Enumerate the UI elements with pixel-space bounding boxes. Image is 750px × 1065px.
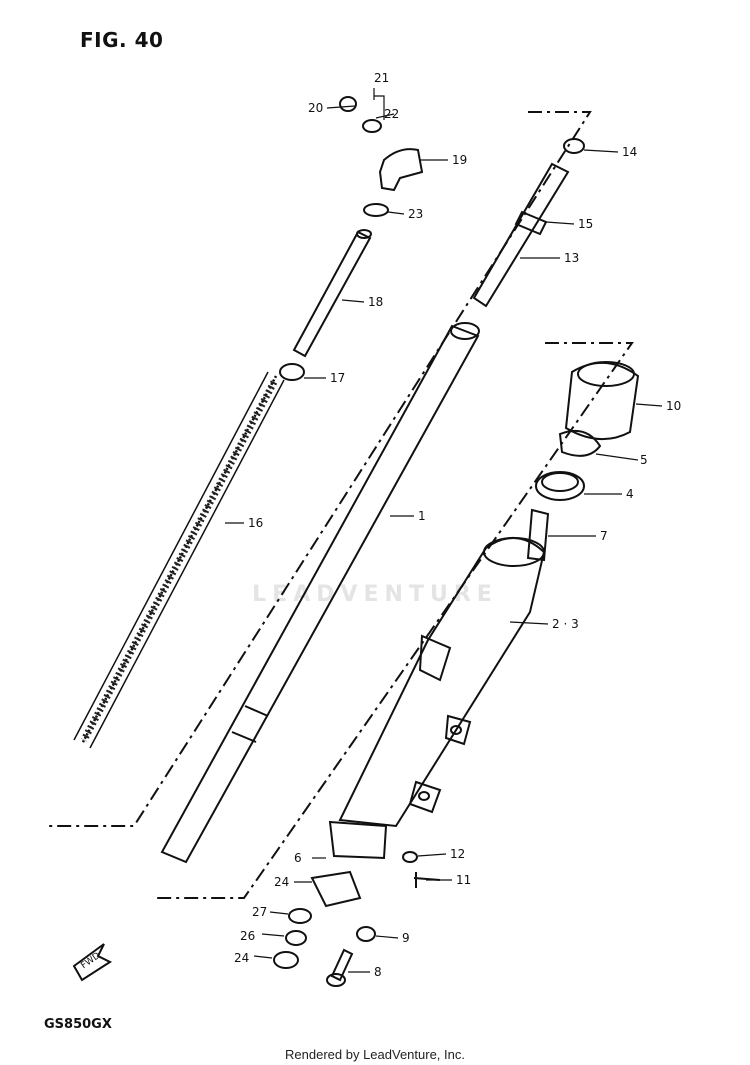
axle-holder-bolt <box>330 948 354 982</box>
callout-21: 21 <box>374 71 389 85</box>
callout-1: 1 <box>418 509 426 523</box>
callout-24-lower: 24 <box>234 951 249 965</box>
callout-22: 22 <box>384 107 399 121</box>
callout-16: 16 <box>248 516 263 530</box>
callout-24-upper: 24 <box>274 875 289 889</box>
assembly-outline-left <box>48 111 592 827</box>
gasket <box>402 851 418 863</box>
footer-credit: Rendered by LeadVenture, Inc. <box>285 1047 465 1062</box>
callout-4: 4 <box>626 487 634 501</box>
fork-spring <box>73 371 285 749</box>
callout-27: 27 <box>252 905 267 919</box>
model-code: GS850GX <box>44 1017 112 1032</box>
rebound-spring <box>563 138 585 154</box>
figure-title: FIG. 40 <box>80 28 164 52</box>
drain-washer <box>356 926 376 942</box>
callout-6: 6 <box>294 851 302 865</box>
o-ring <box>363 203 389 217</box>
callout-15: 15 <box>578 217 593 231</box>
axle-holder <box>310 870 362 908</box>
spacer-tube <box>292 230 372 358</box>
spring-washer <box>285 930 307 946</box>
spacer-washer <box>279 363 305 381</box>
callout-12: 12 <box>450 847 465 861</box>
callout-5: 5 <box>640 453 648 467</box>
callout-9: 9 <box>402 931 410 945</box>
callout-17: 17 <box>330 371 345 385</box>
air-valve-cap <box>339 96 357 112</box>
inner-tube <box>160 322 480 864</box>
air-valve <box>362 119 382 133</box>
callout-11: 11 <box>456 873 471 887</box>
assembly-outline-right <box>156 342 634 899</box>
oil-lock-piece <box>526 508 550 562</box>
dust-seal <box>564 361 640 441</box>
callout-20: 20 <box>308 101 323 115</box>
callout-7: 7 <box>600 529 608 543</box>
rod-ring <box>514 210 548 236</box>
washer <box>288 908 312 924</box>
callout-19: 19 <box>452 153 467 167</box>
stopper-ring <box>558 430 602 457</box>
callout-26: 26 <box>240 929 255 943</box>
callout-8: 8 <box>374 965 382 979</box>
callout-18: 18 <box>368 295 383 309</box>
callout-14: 14 <box>622 145 637 159</box>
callout-23: 23 <box>408 207 423 221</box>
outer-tube <box>328 536 546 860</box>
callout-2-3: 2 · 3 <box>552 617 579 631</box>
fwd-arrow-icon <box>72 943 113 982</box>
nut <box>273 951 299 969</box>
damper-rod <box>472 162 570 308</box>
callout-13: 13 <box>564 251 579 265</box>
fork-cap-bolt <box>378 148 424 192</box>
callout-10: 10 <box>666 399 681 413</box>
